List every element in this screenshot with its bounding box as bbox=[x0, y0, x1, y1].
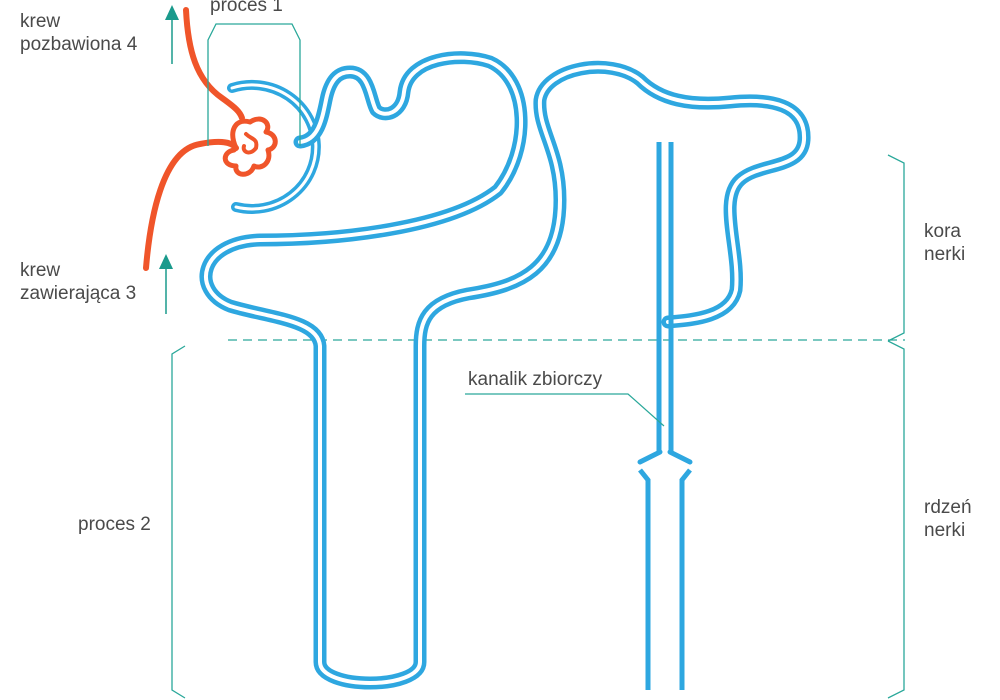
collecting-duct bbox=[637, 142, 693, 690]
collecting-duct-label: kanalik zbiorczy bbox=[468, 368, 602, 391]
collecting-duct-text: kanalik zbiorczy bbox=[468, 369, 603, 390]
medulla-label: rdzeń nerki bbox=[924, 496, 972, 542]
process-2-label: proces 2 bbox=[78, 513, 151, 536]
medulla-label-line1: rdzeń bbox=[924, 497, 972, 518]
medulla-label-line2: nerki bbox=[924, 520, 966, 541]
afferent-arteriole bbox=[143, 138, 239, 271]
arrow-blood-out bbox=[165, 5, 179, 64]
blood-in-label-line1: krew bbox=[20, 260, 61, 281]
glomerulus bbox=[222, 116, 278, 177]
arrow-blood-in bbox=[159, 254, 173, 314]
blood-out-label: krew pozbawiona 4 bbox=[20, 10, 137, 56]
process-1-label: proces 1 bbox=[210, 0, 283, 17]
process-1-text: proces 1 bbox=[210, 0, 283, 16]
blood-vessels bbox=[143, 7, 278, 271]
nephron-tubule bbox=[199, 51, 811, 690]
blood-out-label-line1: krew bbox=[20, 11, 61, 32]
medulla-bracket bbox=[887, 340, 905, 699]
cortex-bracket bbox=[887, 154, 905, 342]
blood-in-label-line2: zawierająca 3 bbox=[20, 283, 137, 304]
cortex-label-line1: kora bbox=[924, 221, 961, 242]
process-2-bracket bbox=[171, 345, 186, 699]
collecting-duct-leader bbox=[465, 393, 665, 427]
blood-in-label: krew zawierająca 3 bbox=[20, 259, 136, 305]
cortex-label: kora nerki bbox=[924, 220, 965, 266]
process-2-text: proces 2 bbox=[78, 514, 151, 535]
efferent-arteriole bbox=[183, 7, 245, 121]
bowman-capsule bbox=[227, 79, 321, 214]
blood-out-label-line2: pozbawiona 4 bbox=[20, 34, 138, 55]
process-1-bracket bbox=[207, 23, 301, 146]
cortex-label-line2: nerki bbox=[924, 244, 966, 265]
